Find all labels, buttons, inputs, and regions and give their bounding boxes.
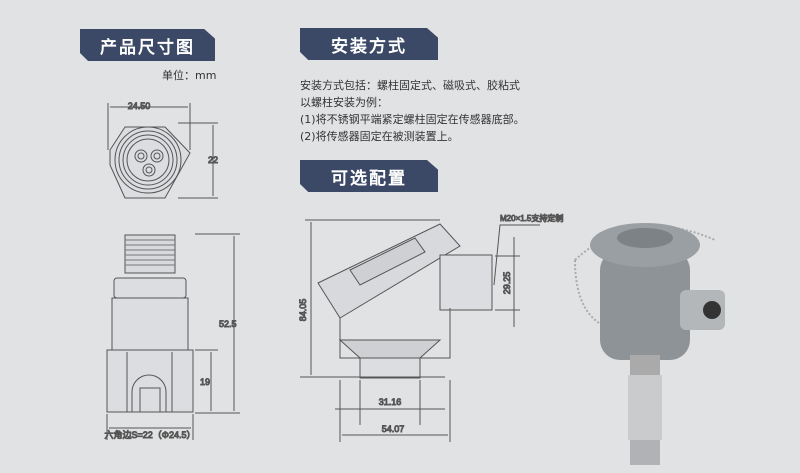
junction-box-drawing <box>300 219 540 442</box>
product-photo <box>574 223 725 465</box>
install-line: (2)将传感器固定在被测装置上。 <box>300 130 459 143</box>
dim-outer: 54.07 <box>382 424 405 434</box>
dim-length: 52.5 <box>219 319 237 329</box>
section-title-dimensions: 产品尺寸图 <box>80 29 215 61</box>
installation-description: 安装方式包括：螺柱固定式、磁吸式、胶粘式 以螺柱安装为例： (1)将不锈钢平端紧… <box>300 77 525 145</box>
dim-box-height: 84.05 <box>298 299 308 322</box>
unit-label: 单位：mm <box>162 69 217 82</box>
install-line: 安装方式包括：螺柱固定式、磁吸式、胶粘式 <box>300 79 520 92</box>
dim-hex-height: 19 <box>200 377 210 387</box>
section-title-installation: 安装方式 <box>300 28 438 60</box>
dim-hex-note: 六角边S=22（Φ24.5） <box>105 429 196 440</box>
dim-inner: 31.16 <box>379 397 402 407</box>
install-line: (1)将不锈钢平端紧定螺柱固定在传感器底部。 <box>300 113 525 126</box>
dim-thread: M20×1.5支持定制 <box>500 213 563 223</box>
dim-box-side: 29.25 <box>502 272 512 295</box>
dim-top-height: 22 <box>208 155 218 165</box>
install-line: 以螺柱安装为例： <box>300 96 388 109</box>
dim-top-width: 24.50 <box>128 101 151 111</box>
sensor-top-view <box>107 103 218 199</box>
section-title-options: 可选配置 <box>300 160 438 192</box>
sensor-side-view <box>106 233 240 440</box>
